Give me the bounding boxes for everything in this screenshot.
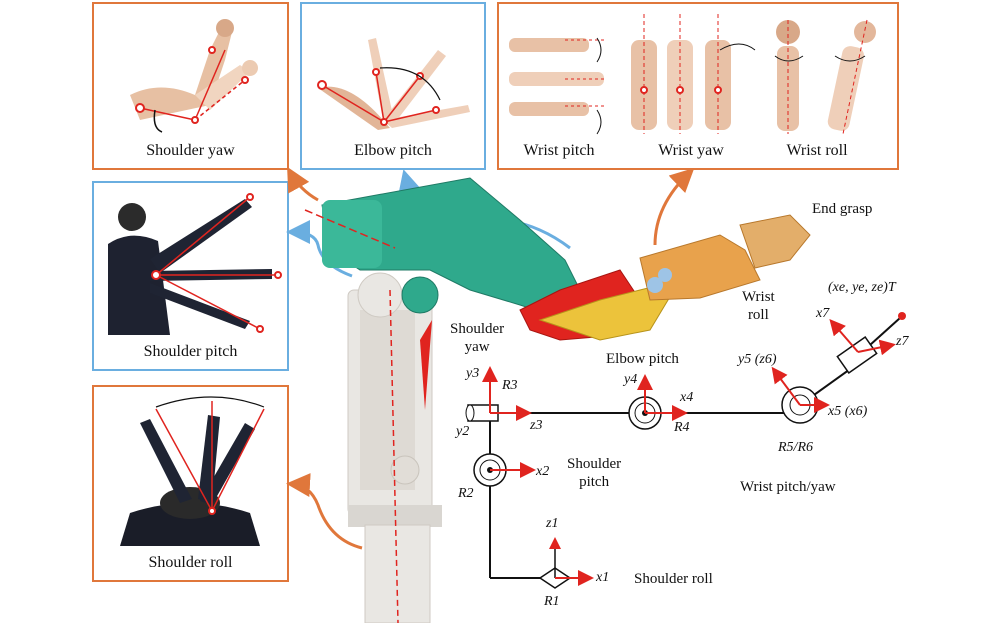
caption-shoulder-roll: Shoulder roll [148, 554, 233, 571]
label-R3: R3 [502, 378, 518, 393]
shoulder-roll-photo [120, 396, 265, 546]
robot-gripper [739, 214, 811, 269]
caption-elbow-pitch: Elbow pitch [354, 142, 432, 159]
panel-elbow-pitch: Elbow pitch [300, 2, 486, 170]
label-z7: z7 [896, 334, 909, 349]
wrist-photos [509, 14, 876, 135]
arrow-to-shoulder-roll [286, 473, 363, 550]
label-z1: z1 [546, 516, 559, 531]
label-wrist-roll: Wrist roll [742, 289, 775, 323]
arrow-to-shoulder-pitch [286, 220, 353, 278]
label-z3: z3 [530, 418, 543, 433]
label-y4: y4 [624, 372, 638, 387]
panel-shoulder-pitch: Shoulder pitch [92, 181, 289, 371]
caption-wrist-pitch: Wrist pitch [523, 142, 595, 159]
joint-R5R6 [771, 366, 830, 424]
joint-R1 [538, 537, 594, 589]
label-R4: R4 [674, 420, 690, 435]
robot-wrist [639, 234, 761, 301]
label-y2: y2 [456, 424, 470, 439]
label-shoulder-roll: Shoulder roll [634, 571, 713, 587]
label-R5R6: R5/R6 [778, 440, 813, 455]
joint-R7 [829, 312, 906, 374]
label-end-grasp: End grasp [812, 201, 873, 217]
label-end-pose: (xe, ye, ze)T [828, 280, 896, 295]
label-shoulder-yaw: Shoulder yaw [450, 321, 505, 355]
caption-wrist-roll: Wrist roll [786, 142, 848, 159]
label-R1: R1 [544, 594, 560, 609]
label-elbow-pitch: Elbow pitch [606, 351, 679, 367]
label-x2: x2 [536, 464, 550, 479]
panel-wrist: Wrist pitch Wrist yaw Wrist roll [497, 2, 899, 170]
elbow-pitch-photo [317, 38, 470, 130]
caption-wrist-yaw: Wrist yaw [658, 142, 724, 159]
label-R2: R2 [458, 486, 474, 501]
label-x7: x7 [816, 306, 830, 321]
caption-shoulder-pitch: Shoulder pitch [143, 343, 238, 360]
joint-R3 [465, 366, 532, 422]
shoulder-yaw-photo [130, 19, 258, 133]
panel-shoulder-yaw: Shoulder yaw [92, 2, 289, 170]
label-x1: x1 [596, 570, 610, 585]
shoulder-pitch-photo [108, 193, 282, 335]
caption-shoulder-yaw: Shoulder yaw [146, 142, 235, 159]
joint-R4 [628, 374, 688, 430]
label-y5z6: y5 (z6) [738, 352, 777, 367]
label-y3: y3 [466, 366, 480, 381]
label-shoulder-pitch: Shoulder pitch [567, 456, 622, 490]
arrow-to-shoulder-yaw [287, 166, 319, 202]
panel-shoulder-roll: Shoulder roll [92, 385, 289, 582]
label-x4: x4 [680, 390, 694, 405]
label-x5x6: x5 (x6) [828, 404, 868, 419]
label-wrist-pitch-yaw: Wrist pitch/yaw [740, 479, 836, 495]
joint-R2 [473, 453, 536, 487]
arrow-to-wrist [653, 167, 695, 246]
